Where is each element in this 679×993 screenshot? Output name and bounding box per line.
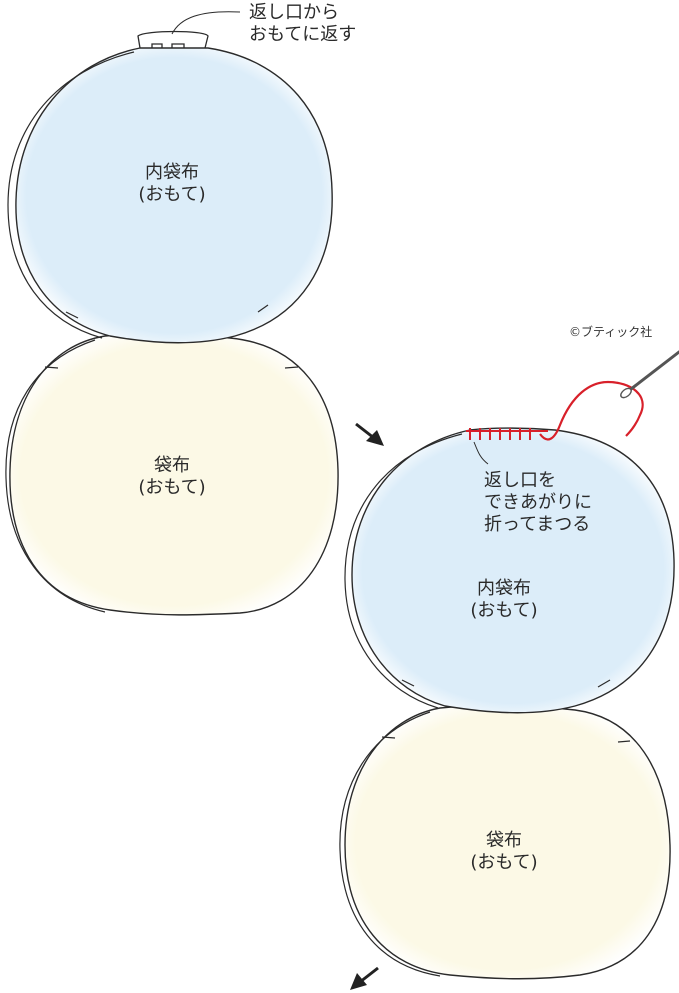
right-inner-mark-left — [401, 679, 415, 687]
arrow-down-left — [350, 966, 379, 990]
left-outer-label: 袋布 (おもて) — [138, 455, 205, 499]
right-inner-label-line2: (おもて) — [470, 600, 538, 621]
stitch-label-line2: できあがりに — [484, 492, 592, 513]
left-inner-mark-left — [65, 311, 79, 319]
left-inner-bag-back-edge — [7, 51, 135, 339]
right-outer-mark-right — [617, 740, 631, 743]
left-outer-label-line1: 袋布 — [153, 455, 190, 476]
stitch-label: 返し口を できあがりに 折ってまつる — [484, 470, 592, 536]
left-outer-mark-left — [44, 366, 59, 369]
right-inner-label: 内袋布 (おもて) — [470, 578, 537, 622]
right-outer-label-line2: (おもて) — [470, 852, 538, 873]
right-outer-label: 袋布 (おもて) — [470, 830, 537, 874]
ladder-stitches — [466, 428, 548, 440]
arrow-down-right — [355, 422, 384, 446]
stitch-label-line3: 折ってまつる — [484, 514, 591, 535]
right-outer-mark-left — [381, 736, 396, 739]
right-outer-bag-back-edge — [339, 711, 441, 977]
left-inner-label-line2: (おもて) — [138, 184, 206, 205]
right-outer-bag — [344, 704, 671, 980]
needle-icon — [620, 350, 679, 399]
turn-out-leader-line — [171, 11, 241, 35]
right-inner-mark-right — [597, 679, 611, 688]
right-inner-bag — [351, 427, 675, 714]
left-outer-mark-right — [284, 366, 299, 369]
stitch-label-line1: 返し口を — [484, 470, 556, 491]
turn-out-label-line2: おもてに返す — [249, 24, 357, 45]
right-inner-label-line1: 内袋布 — [476, 578, 531, 599]
left-inner-label: 内袋布 (おもて) — [138, 162, 205, 206]
left-inner-bag — [137, 30, 209, 51]
right-inner-bag-back-edge — [344, 433, 463, 709]
left-inner-label-line1: 内袋布 — [144, 162, 199, 183]
left-outer-bag — [9, 333, 339, 616]
sewing-thread — [539, 380, 644, 441]
turn-out-label-line1: 返し口から — [249, 2, 339, 23]
right-outer-label-line1: 袋布 — [485, 830, 522, 851]
left-inner-bag-body — [15, 47, 333, 344]
left-outer-label-line2: (おもて) — [138, 477, 206, 498]
turn-out-label: 返し口から おもてに返す — [249, 2, 356, 46]
stitch-leader-line — [473, 441, 489, 465]
left-inner-mark-right — [257, 304, 269, 313]
copyright-credit: ©ブティック社 — [569, 325, 653, 339]
